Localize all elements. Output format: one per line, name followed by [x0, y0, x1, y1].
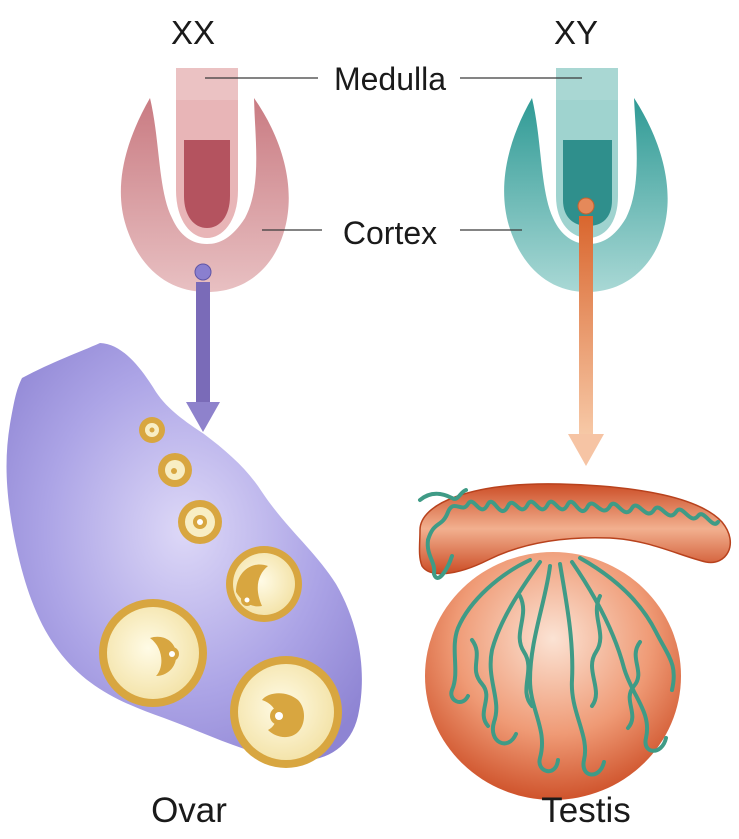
follicle-4: [226, 546, 302, 622]
follicle-2: [158, 453, 192, 487]
xx-label: XX: [171, 14, 215, 51]
follicle-5: [99, 599, 207, 707]
follicle-6: [230, 656, 342, 768]
follicle-1: [139, 417, 165, 443]
follicle-3: [178, 500, 222, 544]
testis-label: Testis: [541, 791, 630, 830]
ovary-label: Ovar: [151, 791, 227, 830]
cortex-label: Cortex: [343, 215, 437, 251]
xy-label: XY: [554, 14, 598, 51]
female-gonad-icon: [121, 68, 289, 292]
medulla-label: Medulla: [334, 61, 446, 97]
ovary-icon: [7, 343, 362, 768]
testis-icon: [420, 484, 731, 800]
male-arrow: [568, 198, 604, 466]
